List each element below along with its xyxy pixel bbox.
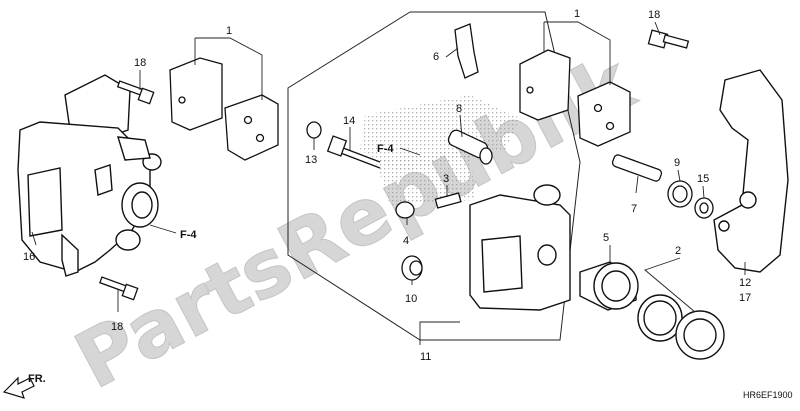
callout-1a: 1 (226, 25, 232, 37)
arrow-icon (2, 376, 35, 399)
callout-12: 12 (739, 277, 751, 289)
callout-17: 17 (739, 292, 751, 304)
direction-label: FR. (28, 373, 46, 385)
callout-1b: 1 (574, 8, 580, 20)
callout-5: 5 (603, 232, 609, 244)
leader-lines (31, 21, 746, 345)
diagram-code: HR6EF1900 (743, 390, 793, 400)
ref-label-left: F-4 (180, 229, 197, 241)
callout-3: 3 (443, 173, 449, 185)
caliper-body-11 (469, 184, 571, 311)
callout-18b: 18 (111, 321, 123, 333)
caliper-assembly-left (17, 74, 162, 277)
dust-seal-2 (675, 310, 725, 360)
boot-9 (667, 180, 693, 208)
brake-pad-right-a (519, 49, 571, 121)
bolt-18-right (647, 29, 690, 49)
piston-seal-2 (637, 294, 683, 342)
pin-7 (611, 154, 663, 182)
pin-8 (447, 129, 493, 165)
callout-18a: 18 (134, 57, 146, 69)
callout-11: 11 (420, 351, 431, 363)
callout-14: 14 (343, 115, 355, 127)
boot-13 (306, 121, 322, 139)
brake-pad-left-a (169, 57, 223, 131)
brake-pad-left-b (224, 94, 279, 161)
boot-10 (401, 255, 423, 281)
bolt-18-bottom-left (99, 276, 139, 301)
direction-arrow: FR. (2, 373, 46, 399)
callout-13: 13 (305, 154, 317, 166)
callout-6: 6 (433, 51, 439, 63)
callout-4: 4 (403, 235, 409, 247)
pin-bolt-14 (326, 135, 381, 169)
callout-15: 15 (697, 173, 709, 185)
cap-4 (395, 201, 415, 219)
piston-5 (579, 261, 639, 311)
callout-8: 8 (456, 103, 462, 115)
bolt-18-top-left (116, 80, 155, 105)
callout-2: 2 (675, 245, 681, 257)
callout-10: 10 (405, 293, 417, 305)
washer-15 (694, 197, 714, 219)
ref-label-center: F-4 (377, 143, 394, 155)
assembly-frame (287, 11, 581, 341)
pad-spring-6 (454, 23, 479, 79)
callout-18c: 18 (648, 9, 660, 21)
callout-16: 16 (23, 251, 35, 263)
bracket-12 (713, 69, 789, 273)
callouts: 1 1 2 3 4 5 6 7 8 9 10 11 12 13 14 15 16… (23, 8, 751, 363)
callout-7: 7 (631, 203, 637, 215)
callout-9: 9 (674, 157, 680, 169)
